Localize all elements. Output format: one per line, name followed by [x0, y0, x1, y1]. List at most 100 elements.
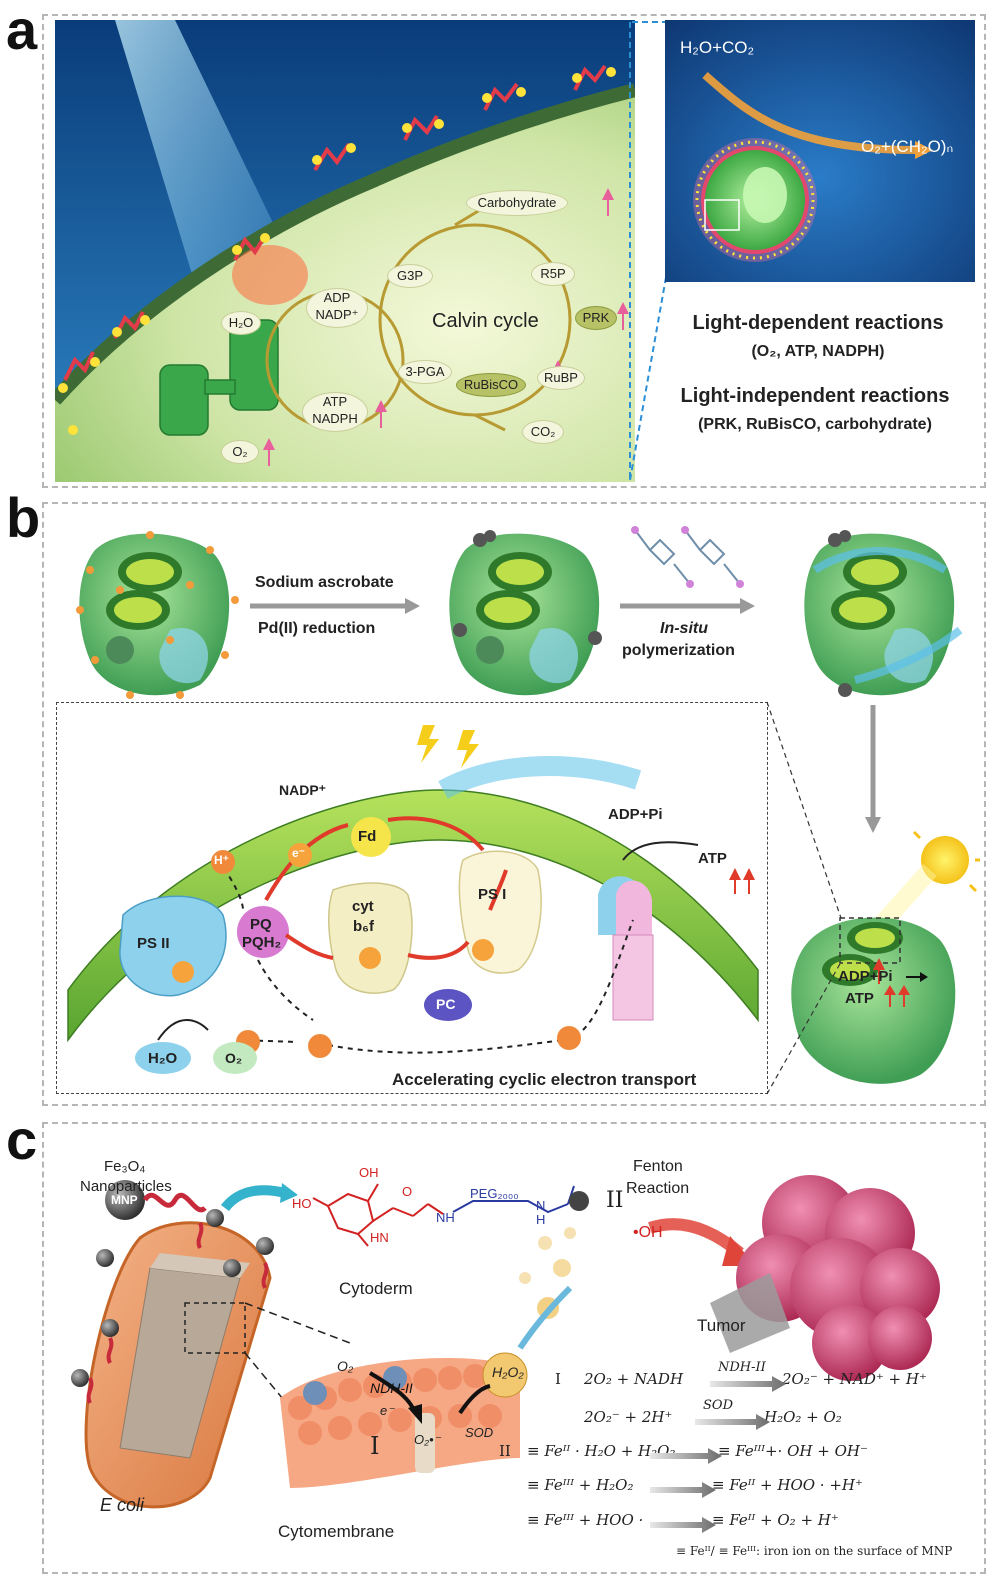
eq-roman-ii: II	[499, 1442, 511, 1460]
label-3pga: 3-PGA	[398, 360, 452, 384]
panel-letter-b: b	[6, 486, 41, 549]
chem-o: O	[402, 1184, 413, 1199]
cell-adp-pi-label: ADP+Pi	[838, 968, 893, 985]
membrane-o2-label: O₂	[337, 1358, 354, 1374]
zoom-connector-lines	[629, 21, 669, 481]
eq2-enzyme: SOD	[703, 1398, 733, 1413]
ps2-complex	[119, 895, 227, 997]
chem-oh: OH	[359, 1165, 379, 1180]
monomer-icons	[634, 529, 741, 585]
h2o-label-b: H₂O	[148, 1050, 178, 1067]
pq-label: PQ	[250, 916, 272, 933]
membrane-sod-label: SOD	[465, 1425, 494, 1440]
eq3-right: ≡ Feᴵᴵᴵ+· OH + OH⁻	[718, 1442, 868, 1460]
panel-b-cells-row	[76, 526, 963, 710]
atp-label: ATP	[322, 394, 348, 409]
adp-pi-label: ADP+Pi	[608, 806, 663, 823]
panel-b-frame	[42, 502, 986, 1106]
eq2-right: H₂O₂ + O₂	[764, 1408, 842, 1426]
inset-output-label: O₂+(CH₂O)ₙ	[861, 137, 954, 156]
cytoderm-linker-structure	[312, 1183, 575, 1247]
chem-ho: HO	[292, 1196, 312, 1211]
eq4-right: ≡ Feᴵᴵ + HOO · +H⁺	[712, 1476, 863, 1494]
eq2-left: 2O₂⁻ + 2H⁺	[584, 1408, 673, 1426]
eq-footnote: ≡ Feᴵᴵ/ ≡ Feᴵᴵᴵ: iron ion on the surface…	[676, 1544, 953, 1558]
cyt-label: cyt	[352, 898, 374, 915]
cell-adp-arrow	[906, 972, 928, 982]
surface-dots	[58, 67, 616, 435]
eminus-label-1: e⁻	[292, 846, 306, 860]
membrane-zoom-box	[56, 702, 768, 1094]
label-co2: CO₂	[522, 420, 564, 444]
algae-cell-2	[449, 530, 602, 696]
step2-process: polymerization	[622, 642, 735, 659]
sun-icon	[912, 830, 980, 893]
chem-hn: HN	[370, 1230, 389, 1245]
light-dependent-title: Light-dependent reactions	[692, 312, 944, 334]
fe3o4-label: Fe₃O₄	[104, 1158, 146, 1175]
reaction-arrow	[702, 71, 916, 154]
cytoderm-label: Cytoderm	[339, 1279, 413, 1298]
step2-reagent: In-situ	[660, 620, 708, 637]
label-rubp: RuBP	[537, 366, 585, 390]
panel-letter-c: c	[6, 1108, 38, 1171]
label-atp-nadph: ATP NADPH	[302, 392, 368, 432]
tumor-label: Tumor	[697, 1316, 746, 1335]
panel-a-frame	[42, 14, 986, 488]
adp-label: ADP	[323, 290, 351, 305]
eq1-right: 2O₂⁻ + NAD⁺ + H⁺	[782, 1370, 927, 1388]
atp-synthase	[598, 876, 654, 1021]
fenton-label-1: Fenton	[633, 1158, 683, 1175]
cell-atp-label: ATP	[845, 990, 874, 1007]
o2-label-b: O₂	[225, 1050, 243, 1066]
label-prk: PRK	[575, 306, 617, 330]
membrane-e-label: e⁻	[380, 1403, 395, 1418]
eq1-enzyme: NDH-II	[718, 1360, 766, 1375]
ecoli-label: E coli	[100, 1495, 145, 1515]
eq4-left: ≡ Feᴵᴵᴵ + H₂O₂	[527, 1476, 634, 1494]
eq3-left: ≡ Feᴵᴵ · H₂O + H₂O₂	[527, 1442, 676, 1460]
label-carbohydrate: Carbohydrate	[466, 190, 568, 216]
nanoparticles-label: Nanoparticles	[80, 1178, 172, 1195]
ps1-complex	[458, 850, 542, 974]
chem-n: N	[536, 1198, 546, 1213]
lightning-icons	[417, 725, 479, 768]
label-rubisco: RuBisCO	[456, 373, 526, 397]
label-h2o: H₂O	[221, 311, 261, 335]
b-zoom-lines	[766, 701, 842, 1095]
pd-ions	[76, 531, 239, 699]
label-r5p: R5P	[531, 262, 575, 286]
nadph-label: NADPH	[312, 411, 358, 426]
membrane-h2o2-label: H₂O₂	[492, 1364, 524, 1380]
membrane-roman-i: I	[370, 1432, 380, 1460]
down-arrow	[865, 705, 881, 833]
equation-arrows	[650, 1376, 786, 1533]
mnp-label: MNP	[111, 1193, 138, 1207]
tumor-mass	[710, 1175, 940, 1381]
panel-letter-a: a	[6, 0, 38, 61]
light-independent-products: (PRK, RuBisCO, carbohydrate)	[698, 416, 932, 433]
eq1-left: 2O₂ + NADH	[584, 1370, 684, 1388]
ps2-label: PS II	[137, 935, 170, 952]
eq-roman-i: I	[555, 1370, 561, 1388]
nadp-label-b: NADP⁺	[279, 782, 327, 798]
membrane-ndh-label: NDH-II	[370, 1380, 413, 1396]
h2o2-bubbles	[482, 1227, 576, 1398]
cell-atp-up-arrows	[884, 985, 910, 1007]
algae-cell-3	[804, 530, 963, 697]
ecoli-bacterium	[71, 1209, 274, 1509]
fenton-label-2: Reaction	[626, 1180, 690, 1197]
hplus-label-1: H⁺	[214, 853, 229, 867]
step1-process: Pd(II) reduction	[258, 620, 376, 637]
light-independent-title: Light-independent reactions	[680, 385, 950, 407]
label-o2: O₂	[221, 440, 259, 464]
calvin-cycle-title: Calvin cycle	[432, 310, 539, 332]
label-g3p: G3P	[387, 264, 433, 288]
thylakoid-membrane	[67, 725, 759, 1074]
panel-c-illustration	[71, 1175, 940, 1509]
roman-ii-label: II	[606, 1188, 624, 1213]
pqh2-label: PQH₂	[242, 934, 282, 951]
pc-label: PC	[436, 996, 456, 1012]
cell-wall	[55, 83, 635, 405]
cyt-b6f-complex	[327, 882, 413, 994]
